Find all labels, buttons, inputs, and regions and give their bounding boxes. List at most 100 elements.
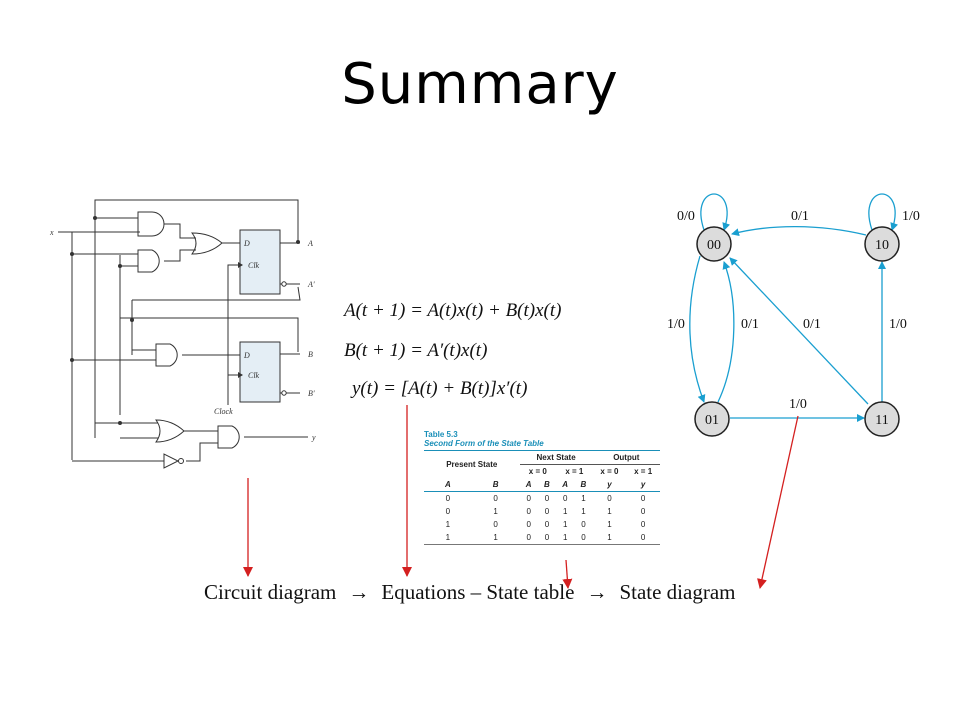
column-header: A: [519, 478, 538, 492]
state-01-node: [694, 401, 730, 437]
state-10-node: [864, 226, 900, 262]
or-gate-icon: [190, 232, 223, 255]
header-output: Output: [592, 450, 660, 465]
sub-header-next-x1: x = 1: [565, 467, 584, 476]
table-cell: 1: [581, 494, 586, 503]
table-cell: 1: [424, 531, 472, 545]
table-cell: 0: [493, 494, 498, 503]
ff-b-d-label: D: [243, 351, 250, 360]
flow-arrow-icon: →: [586, 580, 608, 604]
sub-header-next-x0: x = 0: [528, 467, 547, 476]
flow-step-equations: Equations – State table: [381, 580, 575, 604]
edge-00-01: [689, 255, 706, 403]
state-11-node: [864, 401, 900, 437]
label-edge-11-00: 0/1: [803, 317, 821, 332]
label-edge-10-00: 0/1: [791, 209, 809, 224]
table-cell: 1: [471, 531, 520, 545]
table-cell: 0: [581, 520, 586, 529]
column-header: A: [556, 478, 575, 492]
table-cell: 0: [493, 520, 498, 529]
table-cell: 0: [526, 520, 531, 529]
table-cell: 0: [537, 531, 557, 545]
label-self-00: 0/0: [677, 209, 695, 224]
table-cell: 0: [526, 507, 531, 516]
pointer-state-diagram: [757, 415, 799, 589]
clock-label: Clock: [214, 407, 233, 416]
table-cell: 0: [640, 507, 646, 516]
table-cell: 1: [493, 507, 498, 516]
edge-10-00: [731, 225, 867, 237]
edge-01-00: [717, 261, 735, 403]
table-cell: 0: [562, 494, 568, 503]
pointer-state-table: [562, 559, 573, 589]
state-11-label: 11: [875, 413, 888, 428]
ff-a-clk-label: Clk: [248, 261, 260, 270]
ff-a-q-label: A: [307, 239, 313, 248]
sub-header-out-x0: x = 0: [600, 467, 619, 476]
column-header: B: [574, 478, 593, 492]
column-header: B: [537, 478, 557, 492]
input-x-label: x: [49, 228, 54, 237]
label-edge-00-01: 1/0: [667, 317, 685, 332]
label-edge-01-11: 1/0: [789, 397, 807, 412]
flow-step-state-diagram: State diagram: [619, 580, 736, 604]
state-diagram: 00 10 01 11 0/0 1/0 0/1 1/0 0/1 0/1 1/0 …: [667, 193, 920, 437]
state-10-label: 10: [875, 238, 889, 253]
table-cell: 1: [592, 531, 627, 545]
flow-arrow-icon: →: [348, 580, 370, 604]
table-cell: 0: [640, 520, 646, 529]
table-cell: 0: [640, 494, 646, 503]
ff-a-d-label: D: [243, 239, 250, 248]
table-cell: 0: [607, 494, 612, 503]
label-edge-01-00: 0/1: [741, 317, 759, 332]
table-cell: 0: [526, 494, 531, 503]
output-y-label: y: [311, 433, 316, 442]
table-cell: 1: [556, 531, 575, 545]
state-01-label: 01: [705, 413, 719, 428]
ff-b-q-label: B: [308, 350, 313, 359]
page-title: Summary: [341, 52, 619, 117]
table-cell: 0: [544, 494, 550, 503]
ff-a-qn-label: A′: [307, 280, 315, 289]
state-table: Table 5.3 Second Form of the State Table…: [424, 430, 664, 545]
table-cell: 0: [544, 507, 550, 516]
and-gate-icon: [137, 211, 165, 237]
table-row: 0 0 0 0 0 1 0 0: [424, 492, 660, 506]
equation-a: A(t + 1) = A(t)x(t) + B(t)x(t): [344, 300, 562, 321]
column-header: B: [471, 478, 520, 492]
state-00-label: 00: [707, 238, 721, 253]
table-cell: 1: [607, 520, 612, 529]
table-cell: 0: [519, 531, 538, 545]
ff-b-clk-label: Clk: [248, 371, 260, 380]
self-loop-10: [868, 193, 899, 231]
table-number: Table 5.3: [424, 430, 458, 439]
header-present-state: Present State: [424, 450, 520, 478]
table-cell: 1: [581, 507, 586, 516]
edge-11-00: [729, 257, 869, 405]
sub-header-out-x1: x = 1: [634, 467, 653, 476]
table-cell: 0: [544, 520, 550, 529]
table-caption: Second Form of the State Table: [424, 439, 544, 448]
table-row: 0 1 0 0 1 1 1 0: [424, 505, 660, 518]
table-cell: 0: [445, 494, 451, 503]
inverter-icon: [163, 453, 180, 469]
table-cell: 0: [574, 531, 593, 545]
column-header: y: [592, 478, 627, 492]
table-cell: 1: [607, 507, 612, 516]
table-cell: 1: [562, 520, 568, 529]
table-cell: 0: [445, 507, 451, 516]
table-cell: 1: [445, 520, 451, 529]
ff-b-qn-label: B′: [308, 389, 315, 398]
column-header: A: [424, 478, 472, 492]
header-next-state: Next State: [519, 450, 593, 465]
table-cell: 1: [562, 507, 568, 516]
label-self-10: 1/0: [902, 209, 920, 224]
state-00-node: [696, 226, 732, 262]
equation-y: y(t) = [A(t) + B(t)]x′(t): [352, 378, 528, 399]
equation-b: B(t + 1) = A′(t)x(t): [344, 340, 488, 361]
label-edge-11-10: 1/0: [889, 317, 907, 332]
table-cell: 0: [626, 531, 660, 545]
column-header: y: [626, 478, 660, 492]
